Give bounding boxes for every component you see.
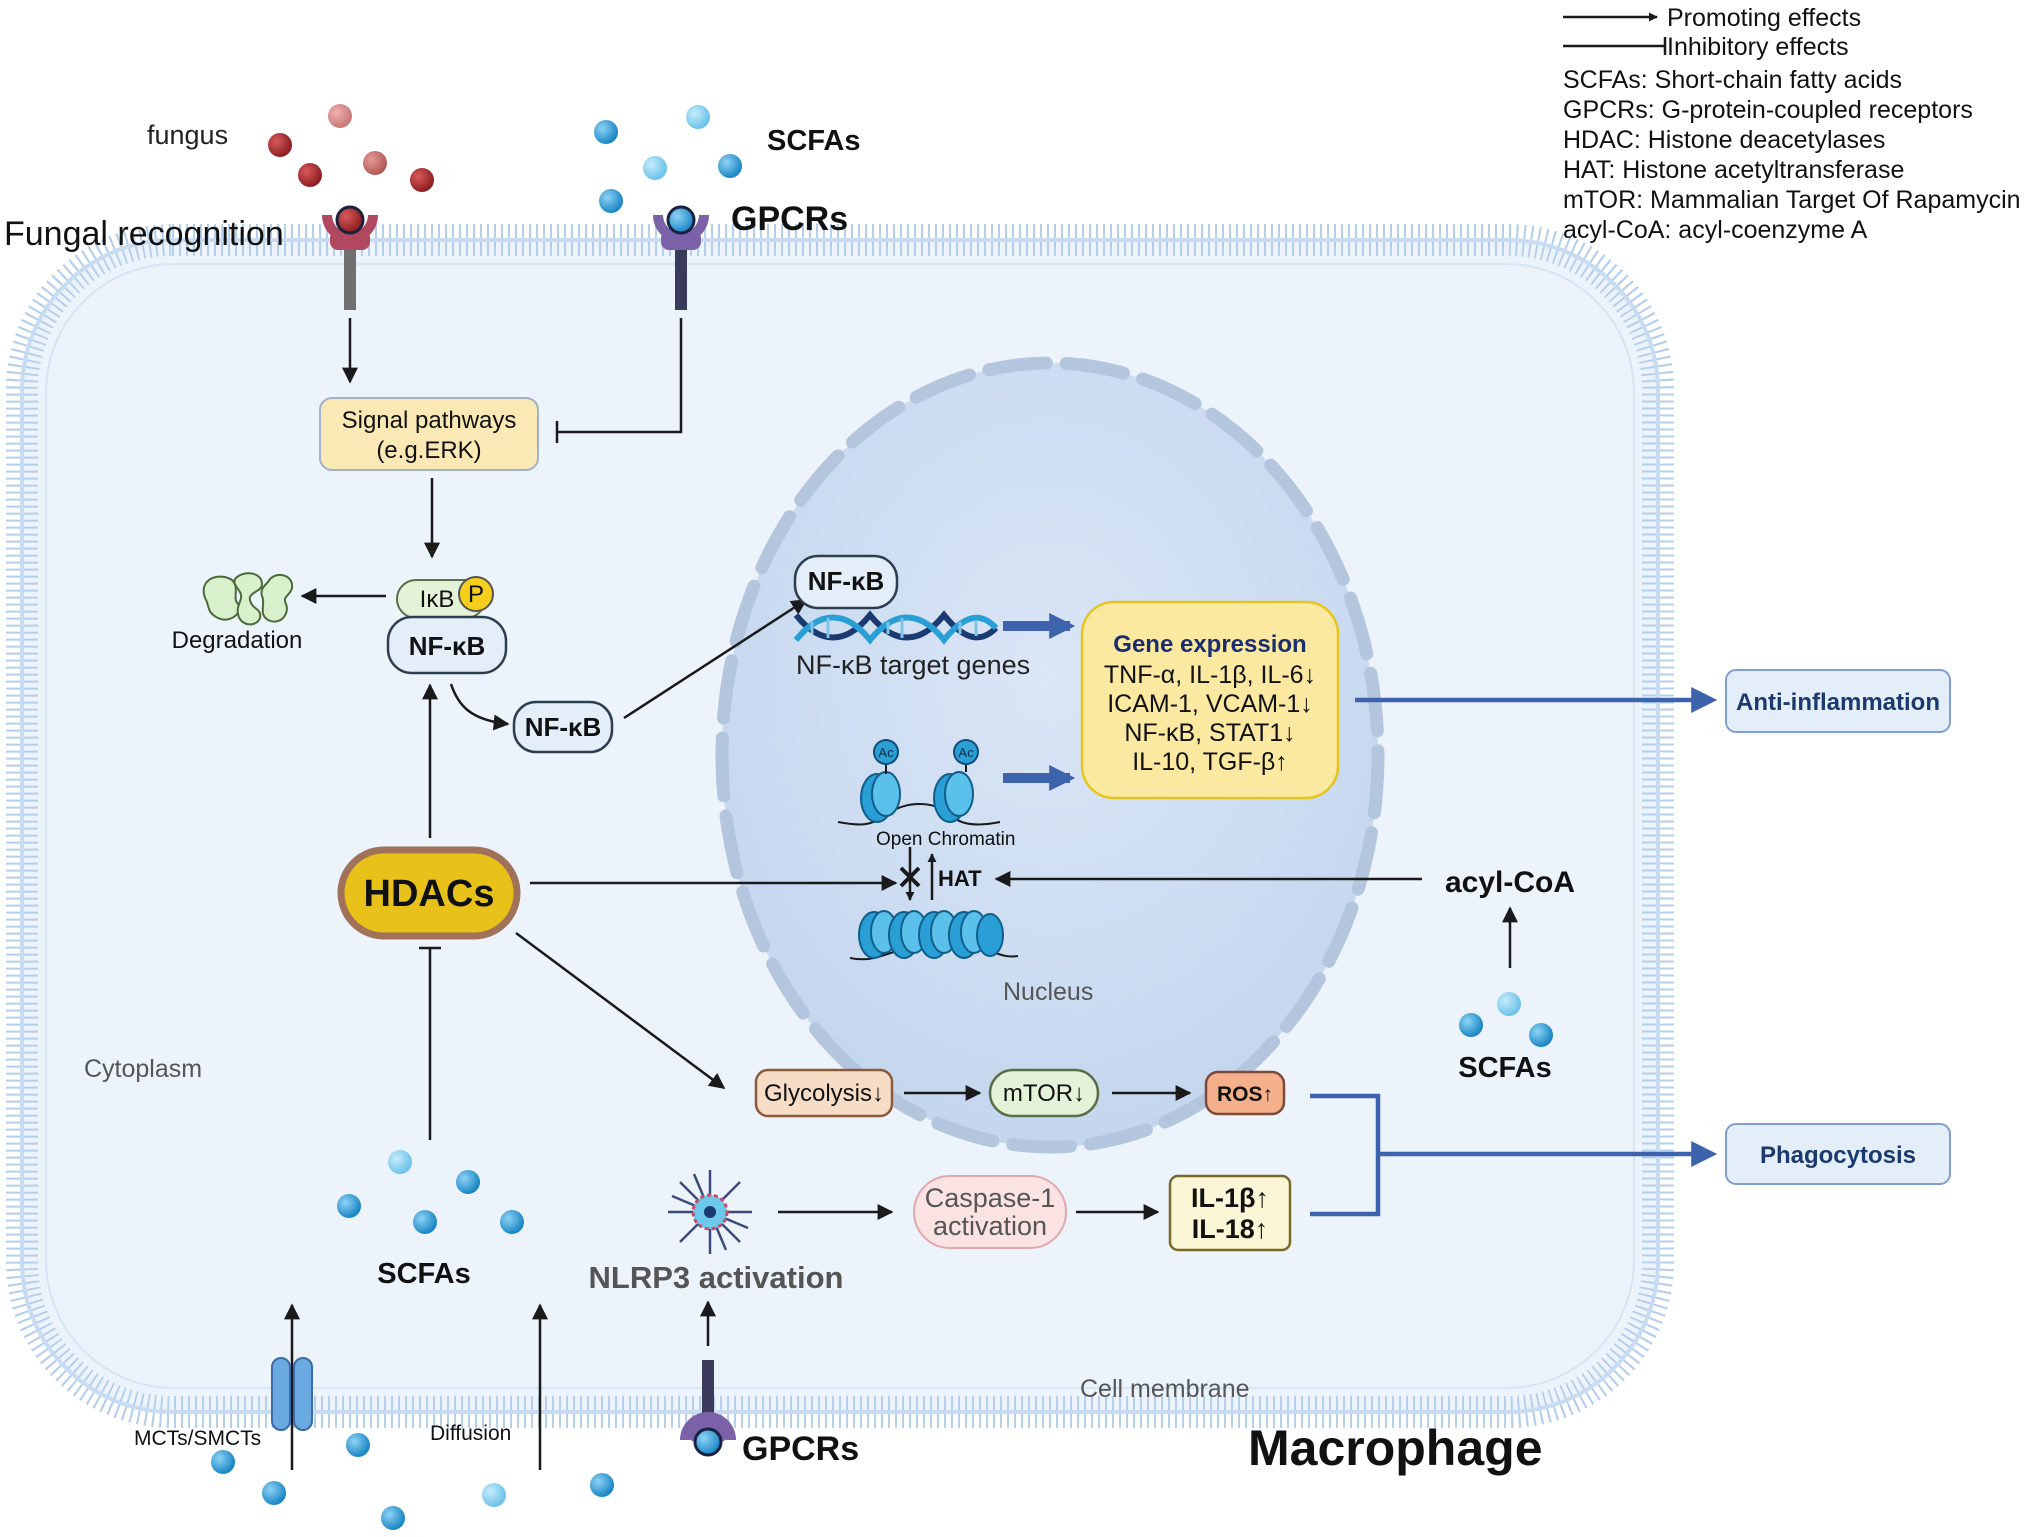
phosphate-badge [458,576,494,612]
scfa-particles-top [594,105,742,213]
cytoplasm-label: Cytoplasm [84,1055,202,1083]
acyl-coa-label: acyl-CoA [1445,866,1575,899]
signal-line1: Signal pathways [342,407,517,434]
blocked-x-icon [899,866,921,888]
ac-label-2: Ac [958,745,974,760]
hat-label: HAT [938,866,982,891]
il18-label: IL-18↑ [1192,1214,1269,1244]
abbr-scfa: SCFAs: Short-chain fatty acids [1563,66,1902,94]
abbr-hdac: HDAC: Histone deacetylases [1563,126,1885,154]
phagocytosis-label: Phagocytosis [1760,1142,1916,1169]
nlrp3-label: NLRP3 activation [589,1260,844,1295]
gpcrs-bottom-label: GPCRs [742,1430,859,1468]
ikb-label: IκB [420,586,455,613]
legend-promoting-label: Promoting effects [1667,4,1861,32]
nlrp3-inflammasome-icon [668,1170,752,1254]
arrow-nfkb-release [449,683,510,731]
legend-inhibitory-label: Inhibitory effects [1667,33,1849,61]
open-chromatin [837,739,1001,826]
gene-line-4: IL-10, TGF-β↑ [1132,748,1288,776]
phagocytosis-box: Phagocytosis [1725,1123,1951,1185]
nfkb-free: NF-κB [512,700,614,754]
hdacs-pill: HDACs [337,846,521,940]
glycolysis-label: Glycolysis↓ [764,1080,884,1107]
abbr-acylcoa: acyl-CoA: acyl-coenzyme A [1563,216,1868,244]
anti-inflammation-label: Anti-inflammation [1736,689,1940,716]
mct-transporter-icon [271,1357,313,1431]
ac-label-1: Ac [878,745,894,760]
caspase-line2: activation [933,1211,1047,1241]
caspase-line1: Caspase-1 [925,1183,1056,1213]
gene-line-3: NF-κB, STAT1↓ [1124,719,1295,747]
signal-pathways-box: Signal pathways (e.g.ERK) [319,397,539,471]
scfas-right-label: SCFAs [1458,1052,1551,1084]
gene-expression-title: Gene expression [1113,631,1306,658]
ikb-nfkb-complex: IκB P NF-κB [386,576,508,675]
gene-expression-box: Gene expression TNF-α, IL-1β, IL-6↓ ICAM… [1080,600,1340,800]
nfkb-nuclear-label: NF-κB [808,566,885,596]
nfkb-nuclear: NF-κB [793,554,899,610]
mcts-label: MCTs/SMCTs [134,1427,261,1450]
fungal-receptor [322,205,378,310]
scfa-particles-right [1459,992,1553,1047]
scfa-particles-left [337,1150,524,1234]
scfas-left-label: SCFAs [377,1258,470,1290]
glycolysis-box: Glycolysis↓ [754,1068,894,1118]
gpcrs-top-label: GPCRs [731,200,848,238]
nfkb-free-label: NF-κB [525,712,602,742]
scfas-top-label: SCFAs [767,125,860,157]
caspase-box: Caspase-1 activation [913,1175,1067,1249]
open-chromatin-label: Open Chromatin [876,829,1015,850]
mtor-label: mTOR↓ [1003,1080,1085,1107]
gpcr-bottom-receptor [680,1360,736,1457]
inhibit-gpcr-to-signal [557,318,683,434]
closed-chromatin [849,910,1019,961]
degradation-label: Degradation [172,627,303,654]
abbr-mtor: mTOR: Mammalian Target Of Rapamycin [1563,186,2021,214]
diffusion-label: Diffusion [430,1422,511,1445]
ac-badge-2 [953,739,979,765]
hdacs-label: HDACs [364,873,495,915]
gene-line-1: TNF-α, IL-1β, IL-6↓ [1104,661,1316,689]
cell-membrane-label: Cell membrane [1080,1375,1250,1403]
fungus-label: fungus [147,120,228,150]
il1b-label: IL-1β↑ [1191,1183,1269,1213]
macrophage-label: Macrophage [1248,1420,1543,1476]
arrow-nfkb-to-nucleus [623,598,808,720]
target-genes-label: NF-κB target genes [796,650,1030,680]
nucleus-label: Nucleus [1003,978,1093,1006]
fungus-particles [268,104,434,192]
ac-badge-1 [873,739,899,765]
il-box: IL-1β↑ IL-18↑ [1168,1174,1292,1252]
bracket-to-phagocytosis [1310,1093,1381,1217]
abbr-gpcr: GPCRs: G-protein-coupled receptors [1563,96,1973,124]
signal-line2: (e.g.ERK) [376,437,481,464]
arrow-hdac-to-glycolysis [515,931,726,1090]
degradation-fragments [202,572,294,626]
legend: Promoting effects Inhibitory effects SCF… [1563,4,2021,244]
gpcr-top-receptor [653,205,709,310]
gene-line-2: ICAM-1, VCAM-1↓ [1107,690,1313,718]
ros-box: ROS↑ [1204,1070,1286,1116]
scfa-particles-outside [211,1433,614,1530]
ros-label: ROS↑ [1217,1083,1273,1106]
nfkb-complex-label: NF-κB [409,631,486,661]
fungal-recognition-label: Fungal recognition [4,215,284,253]
anti-inflammation-box: Anti-inflammation [1725,669,1951,733]
abbr-hat: HAT: Histone acetyltransferase [1563,156,1904,184]
mtor-box: mTOR↓ [988,1068,1100,1118]
phosphate-label: P [468,581,484,608]
dna-helix [793,610,999,645]
